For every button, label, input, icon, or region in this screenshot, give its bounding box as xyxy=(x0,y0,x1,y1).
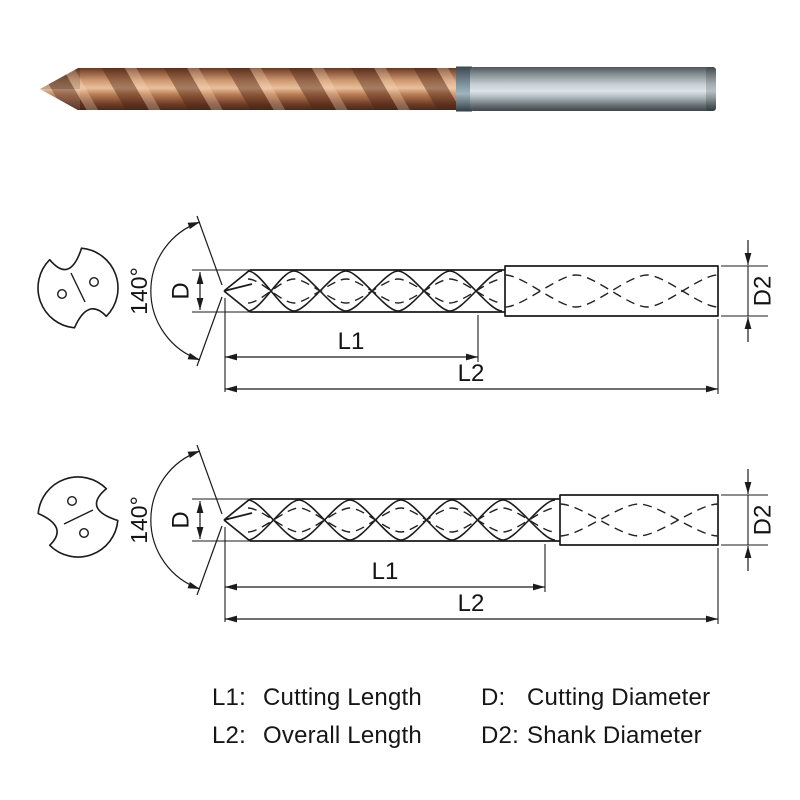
product-photo xyxy=(40,66,716,112)
dim-d-top: D xyxy=(167,269,250,313)
drill-outline-top xyxy=(223,265,719,317)
angle-label: 140° xyxy=(126,496,152,544)
dim-d2-top: D2 xyxy=(721,240,776,342)
d-label: D xyxy=(167,511,194,528)
point-angle-top: 140° xyxy=(126,215,223,367)
l2-label: L2 xyxy=(458,360,485,387)
legend-abbr-d2: D2: xyxy=(481,722,519,749)
d2-label: D2 xyxy=(749,505,776,536)
legend-text-l1: Cutting Length xyxy=(263,684,422,711)
legend-abbr-l2: L2: xyxy=(212,722,246,749)
legend-abbr-l1: L1: xyxy=(212,684,246,711)
legend-abbr-d: D: xyxy=(481,684,506,711)
photo-flute-spirals xyxy=(40,68,462,110)
end-view-top xyxy=(37,247,119,329)
diagram-bottom: 140° D D2 L1 L2 xyxy=(37,444,776,624)
end-view-bottom xyxy=(37,476,119,558)
dim-l1-top: L1 xyxy=(224,298,479,392)
photo-tip-highlight xyxy=(40,89,80,110)
legend: L1: Cutting Length D: Cutting Diameter L… xyxy=(212,684,710,750)
legend-text-d2: Shank Diameter xyxy=(527,722,702,749)
legend-text-d: Cutting Diameter xyxy=(527,684,711,711)
legend-text-l2: Overall Length xyxy=(263,722,422,749)
dim-d-bottom: D xyxy=(167,498,250,542)
dim-l1-bottom: L1 xyxy=(224,527,546,622)
drill-outline-bottom xyxy=(223,494,719,546)
flute-helix-bottom xyxy=(247,499,719,541)
photo-tip-shade xyxy=(40,68,80,89)
dim-l2-bottom: L2 xyxy=(225,548,719,624)
point-angle-bottom: 140° xyxy=(126,444,223,596)
photo-shank xyxy=(470,67,716,111)
d-label: D xyxy=(167,282,194,299)
angle-label: 140° xyxy=(126,267,152,315)
photo-shank-end-shade xyxy=(706,67,716,111)
l2-label: L2 xyxy=(458,590,485,617)
dim-d2-bottom: D2 xyxy=(721,469,776,571)
l1-label: L1 xyxy=(338,328,365,355)
dim-l2-top: L2 xyxy=(225,319,719,394)
d2-label: D2 xyxy=(749,276,776,307)
flute-helix-top xyxy=(247,270,719,312)
diagram-top: 140° D D2 L1 L2 xyxy=(37,215,776,394)
l1-label: L1 xyxy=(372,558,399,585)
photo-collar xyxy=(456,66,472,112)
